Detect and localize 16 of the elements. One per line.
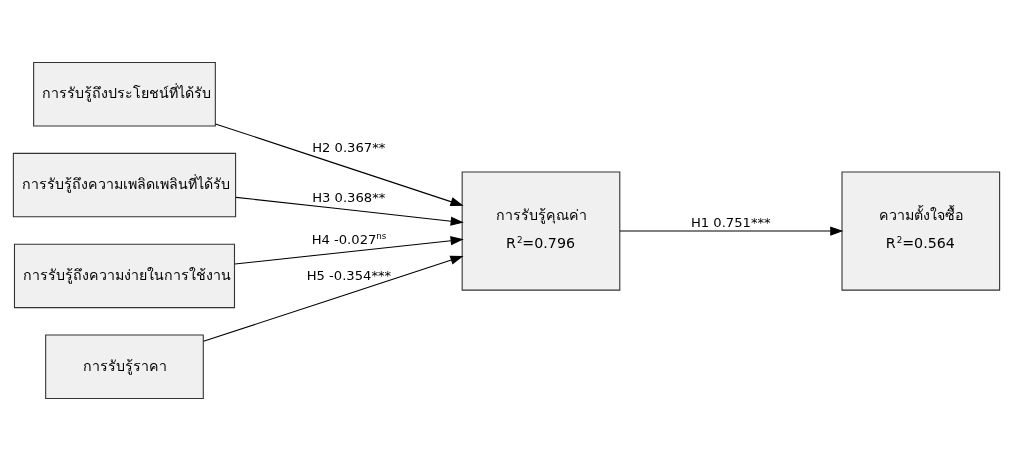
node-box: การรับรู้ถึงความเพลิดเพลินที่ได้รับ (12, 152, 236, 218)
edge-label: H1 0.751*** (690, 215, 771, 231)
arrow (235, 196, 464, 226)
edge-label: H3 0.368** (311, 190, 385, 206)
node-box: การรับรู้ราคา (44, 334, 204, 400)
arrow (202, 255, 464, 342)
node-box: การรับรู้ถึงความง่ายในการใช้งาน (13, 243, 235, 309)
node-box: ความตั้งใจซื้อ R$^{2}$=0.564 (840, 171, 1000, 291)
arrow (618, 226, 843, 236)
arrow (233, 236, 464, 265)
arrow (214, 123, 464, 207)
edge-label: H5 -0.354*** (306, 267, 391, 283)
node-box: การรับรู้ถึงประโยชน์ที่ได้รับ (32, 61, 216, 127)
edge-label: H4 -0.027$^{ns}$ (311, 230, 386, 247)
node-box: การรับรู้คุณค่า R$^{2}$=0.796 (461, 171, 620, 291)
edge-label: H2 0.367** (311, 139, 385, 155)
